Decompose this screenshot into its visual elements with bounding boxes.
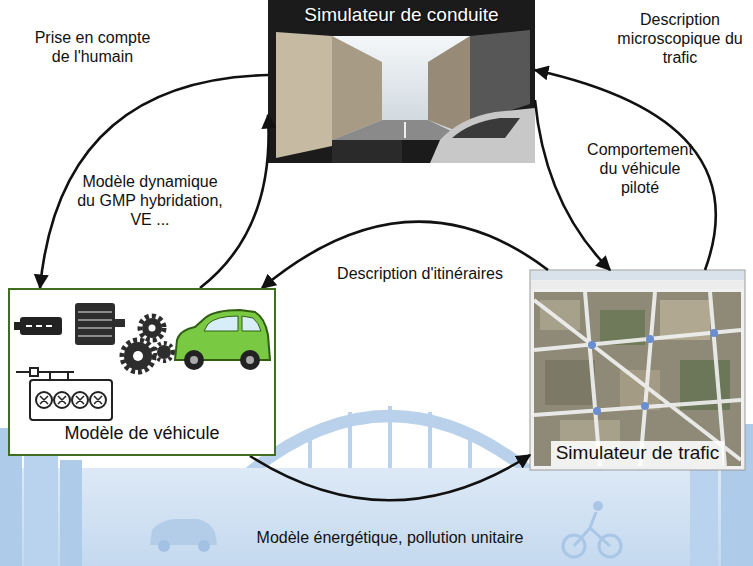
illustration-part xyxy=(30,368,38,376)
panel-title: Simulateur de trafic xyxy=(551,441,725,466)
illustration-part xyxy=(0,468,753,566)
vehicle-model-illustration xyxy=(8,288,276,456)
illustration-part xyxy=(158,540,170,552)
illustration-part xyxy=(50,372,68,380)
illustration-part xyxy=(24,446,58,566)
illustration-part xyxy=(184,350,204,370)
panel-title: Simulateur de conduite xyxy=(304,4,498,27)
edge-label: Description microscopique du trafic xyxy=(615,10,745,67)
illustration-part xyxy=(240,350,260,370)
illustration-part xyxy=(140,316,164,340)
illustration-part xyxy=(641,402,649,410)
illustration-part xyxy=(75,303,115,345)
edge-label: Prise en compte de l'humain xyxy=(30,28,155,66)
illustration-part xyxy=(242,316,261,331)
illustration-part xyxy=(428,412,432,472)
curved-arrow xyxy=(40,75,268,288)
illustration-part xyxy=(404,122,406,138)
illustration-part xyxy=(574,512,610,546)
simulator-panel: Simulateur de trafic xyxy=(530,270,745,470)
illustration-part xyxy=(78,335,112,337)
illustration-part xyxy=(348,412,352,472)
curved-arrow xyxy=(262,222,548,288)
box-title: Modèle de véhicule xyxy=(64,423,219,445)
illustration-part xyxy=(308,430,312,472)
illustration-part xyxy=(428,36,470,136)
illustration-part xyxy=(60,460,82,566)
illustration-part xyxy=(268,0,535,163)
illustration-part xyxy=(30,380,112,420)
illustration-part xyxy=(26,325,32,327)
illustration-part xyxy=(20,317,62,335)
illustration-part xyxy=(531,281,744,289)
curved-arrow xyxy=(535,70,716,270)
illustration-part xyxy=(430,108,535,163)
curved-arrow xyxy=(250,455,530,500)
illustration-part xyxy=(332,36,470,140)
illustration-part xyxy=(468,430,472,472)
illustration-part xyxy=(530,270,745,470)
illustration-part xyxy=(332,140,402,163)
edge-label: Modèle dynamique du GMP hybridation, VE … xyxy=(76,172,224,229)
illustration-part xyxy=(620,370,660,410)
curved-arrow xyxy=(535,100,610,270)
simulator-panel: Simulateur de conduite xyxy=(268,0,535,163)
illustration-part xyxy=(78,327,112,329)
illustration-part xyxy=(593,407,601,415)
edge-label: Comportement du véhicule piloté xyxy=(584,140,696,197)
illustration-part xyxy=(16,371,74,373)
illustration-part xyxy=(78,311,112,313)
illustration-part xyxy=(78,319,112,321)
illustration-part xyxy=(540,300,580,330)
illustration-part xyxy=(588,341,596,349)
edge-label: Description d'itinéraires xyxy=(315,264,525,283)
illustration-part xyxy=(149,325,156,332)
model-box: Modèle de véhicule xyxy=(8,288,276,456)
illustration-part xyxy=(531,271,744,280)
illustration-part xyxy=(452,118,520,138)
illustration-part xyxy=(190,356,198,364)
illustration-part xyxy=(204,316,238,331)
traffic-simulator-screenshot xyxy=(530,270,745,470)
driving-simulator-photo xyxy=(268,0,535,163)
illustration-part xyxy=(246,356,254,364)
illustration-part xyxy=(133,351,143,361)
illustration-part xyxy=(40,396,102,404)
illustration-part xyxy=(593,501,603,511)
illustration-part xyxy=(14,322,20,330)
illustration-part xyxy=(36,325,42,327)
illustration-part xyxy=(388,406,392,472)
illustration-part xyxy=(122,340,154,372)
illustration-part xyxy=(115,319,125,327)
illustration-part xyxy=(545,360,595,405)
illustration-part xyxy=(646,335,654,343)
illustration-part xyxy=(276,32,332,158)
illustration-part xyxy=(710,329,718,337)
edge-label: Modèle énergétique, pollution unitaire xyxy=(190,528,590,547)
illustration-part xyxy=(534,292,741,466)
illustration-part xyxy=(8,288,276,456)
illustration-part xyxy=(534,292,741,466)
illustration-part xyxy=(157,345,171,359)
illustration-part xyxy=(198,540,210,552)
illustration-part xyxy=(155,343,173,361)
illustration-part xyxy=(46,325,52,327)
